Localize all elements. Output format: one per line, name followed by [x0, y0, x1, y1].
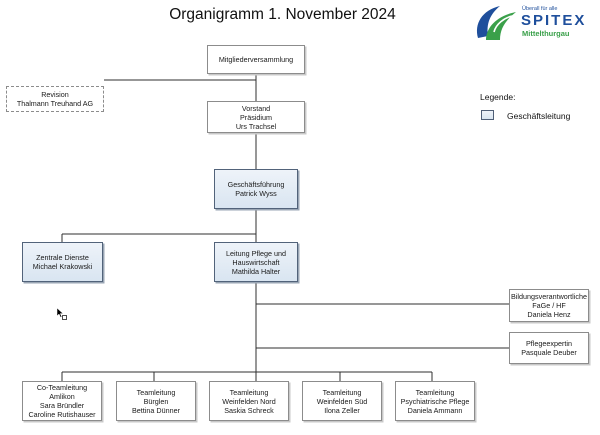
leitung-pflege-box: Leitung Pflege und Hauswirtschaft Mathil… — [214, 242, 298, 282]
team-weinfelden-nord-box: Teamleitung Weinfelden Nord Saskia Schre… — [209, 381, 289, 421]
revision-box: Revision Thalmann Treuhand AG — [6, 86, 104, 112]
team-amlikon-box: Co-Teamleitung Amlikon Sara Bründler Car… — [22, 381, 102, 421]
team-buerglen-box: Teamleitung Bürglen Bettina Dünner — [116, 381, 196, 421]
logo-region: Mittelthurgau — [522, 29, 570, 38]
mitgliederversammlung-box: Mitgliederversammlung — [207, 45, 305, 74]
mouse-cursor-icon — [56, 307, 67, 320]
vorstand-box: Vorstand Präsidium Urs Trachsel — [207, 101, 305, 133]
spitex-logo: Überall für alle SPITEX Mittelthurgau — [476, 5, 586, 40]
zentrale-dienste-box: Zentrale Dienste Michael Krakowski — [22, 242, 103, 282]
team-weinfelden-sued-box: Teamleitung Weinfelden Süd Ilona Zeller — [302, 381, 382, 421]
legend-label: Geschäftsleitung — [507, 111, 571, 121]
legend-swatch — [481, 110, 494, 120]
geschaeftsfuehrung-box: Geschäftsführung Patrick Wyss — [214, 169, 298, 209]
page-title: Organigramm 1. November 2024 — [169, 6, 396, 23]
bildungsverantwortliche-box: Bildungsverantwortliche FaGe / HF Daniel… — [509, 289, 589, 322]
team-psychiatrische-pflege-box: Teamleitung Psychiatrische Pflege Daniel… — [395, 381, 475, 421]
logo-tagline: Überall für alle — [522, 5, 557, 12]
logo-brand: SPITEX — [521, 12, 586, 29]
pflegeexpertin-box: Pflegeexpertin Pasquale Deuber — [509, 332, 589, 364]
legend-title: Legende: — [480, 92, 516, 102]
